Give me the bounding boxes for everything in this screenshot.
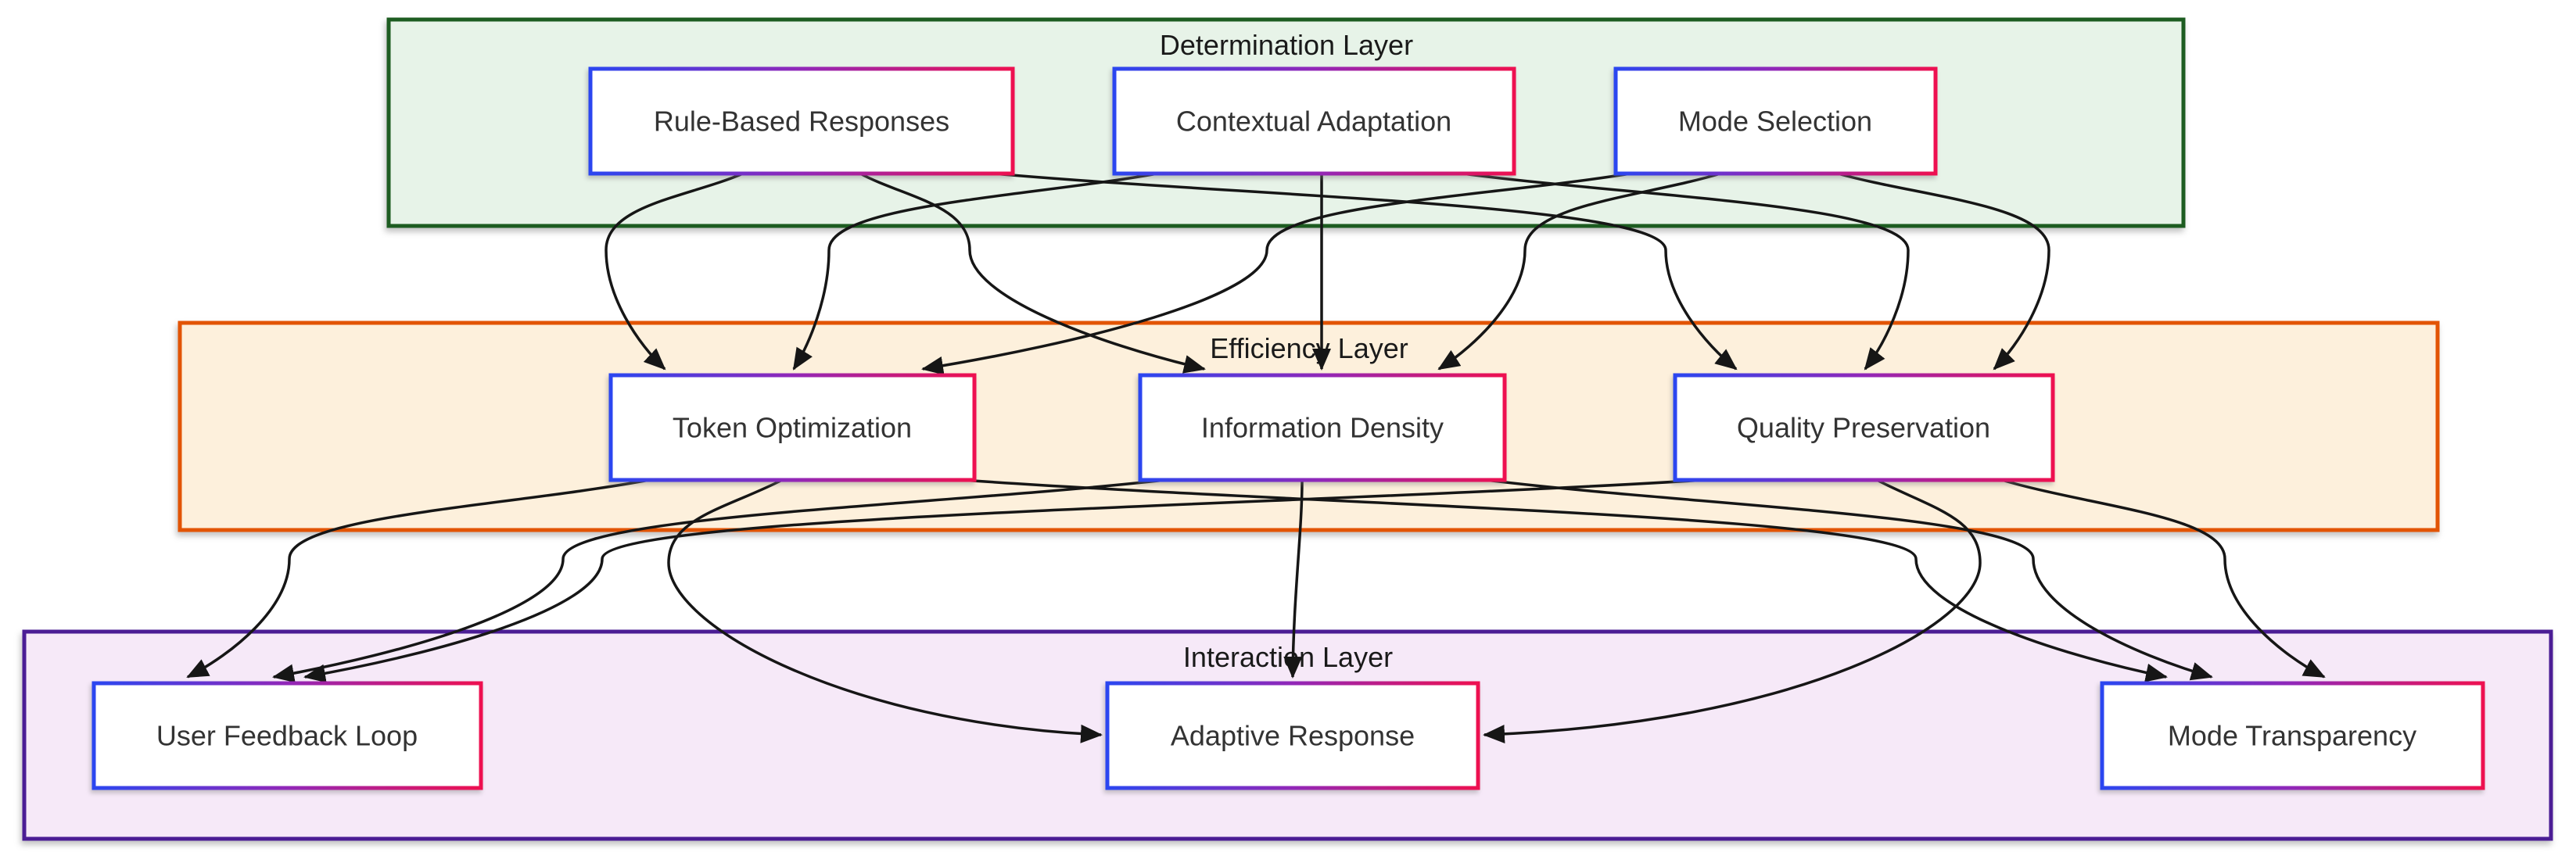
node-mode-selection-label: Mode Selection	[1678, 106, 1872, 138]
edge-contextual-quality	[1462, 172, 1910, 371]
edge-quality-adaptive	[1483, 478, 1982, 744]
layer-title-efficiency: Efficiency Layer	[1210, 332, 1408, 364]
node-token-optimization: Token Optimization	[608, 373, 977, 482]
edge-info_density-feedback	[272, 478, 1166, 683]
node-token-optimization-label: Token Optimization	[673, 412, 912, 444]
node-token-optimization-box	[608, 373, 977, 482]
edge-rule_based-info_density	[859, 172, 1206, 374]
node-rule-based-responses: Rule-Based Responses	[588, 66, 1015, 176]
node-adaptive-response: Adaptive Response	[1105, 681, 1480, 790]
edge-token_opt-transparency	[961, 478, 2168, 682]
edge-token_opt-feedback	[186, 478, 650, 679]
edge-quality-feedback	[303, 478, 1706, 683]
node-adaptive-response-label: Adaptive Response	[1171, 720, 1415, 752]
edge-token_opt-adaptive	[667, 478, 1103, 743]
node-mode-transparency: Mode Transparency	[2100, 681, 2485, 790]
node-rule-based-responses-label: Rule-Based Responses	[654, 106, 949, 138]
node-rule-based-responses-box	[588, 66, 1015, 176]
node-information-density: Information Density	[1138, 373, 1507, 482]
edge-quality-transparency	[2001, 478, 2326, 679]
node-quality-preservation: Quality Preservation	[1673, 373, 2055, 482]
node-quality-preservation-box	[1673, 373, 2055, 482]
edge-rule_based-quality	[992, 172, 1738, 371]
node-mode-selection-box	[1613, 66, 1938, 176]
layer-title-interaction: Interaction Layer	[1183, 641, 1393, 673]
node-information-density-box	[1138, 373, 1507, 482]
edge-rule_based-token_opt	[605, 172, 744, 371]
node-information-density-label: Information Density	[1201, 412, 1444, 444]
node-quality-preservation-label: Quality Preservation	[1737, 412, 1990, 444]
edge-contextual-token_opt	[792, 172, 1158, 371]
edge-mode_selection-quality	[1837, 172, 2050, 371]
node-mode-selection: Mode Selection	[1613, 66, 1938, 176]
node-contextual-adaptation-box	[1112, 66, 1516, 176]
node-contextual-adaptation-label: Contextual Adaptation	[1176, 106, 1451, 138]
node-contextual-adaptation: Contextual Adaptation	[1112, 66, 1516, 176]
node-user-feedback-loop-label: User Feedback Loop	[156, 720, 418, 752]
layer-title-determination: Determination Layer	[1160, 29, 1413, 61]
edge-mode_selection-info_density	[1437, 172, 1721, 371]
edge-mode_selection-token_opt	[921, 172, 1631, 375]
edge-group	[186, 172, 2326, 744]
node-mode-transparency-label: Mode Transparency	[2168, 720, 2416, 752]
edge-info_density-transparency	[1485, 478, 2213, 681]
node-mode-transparency-box	[2100, 681, 2485, 790]
node-user-feedback-loop: User Feedback Loop	[91, 681, 483, 790]
node-adaptive-response-box	[1105, 681, 1480, 790]
node-user-feedback-loop-box	[91, 681, 483, 790]
